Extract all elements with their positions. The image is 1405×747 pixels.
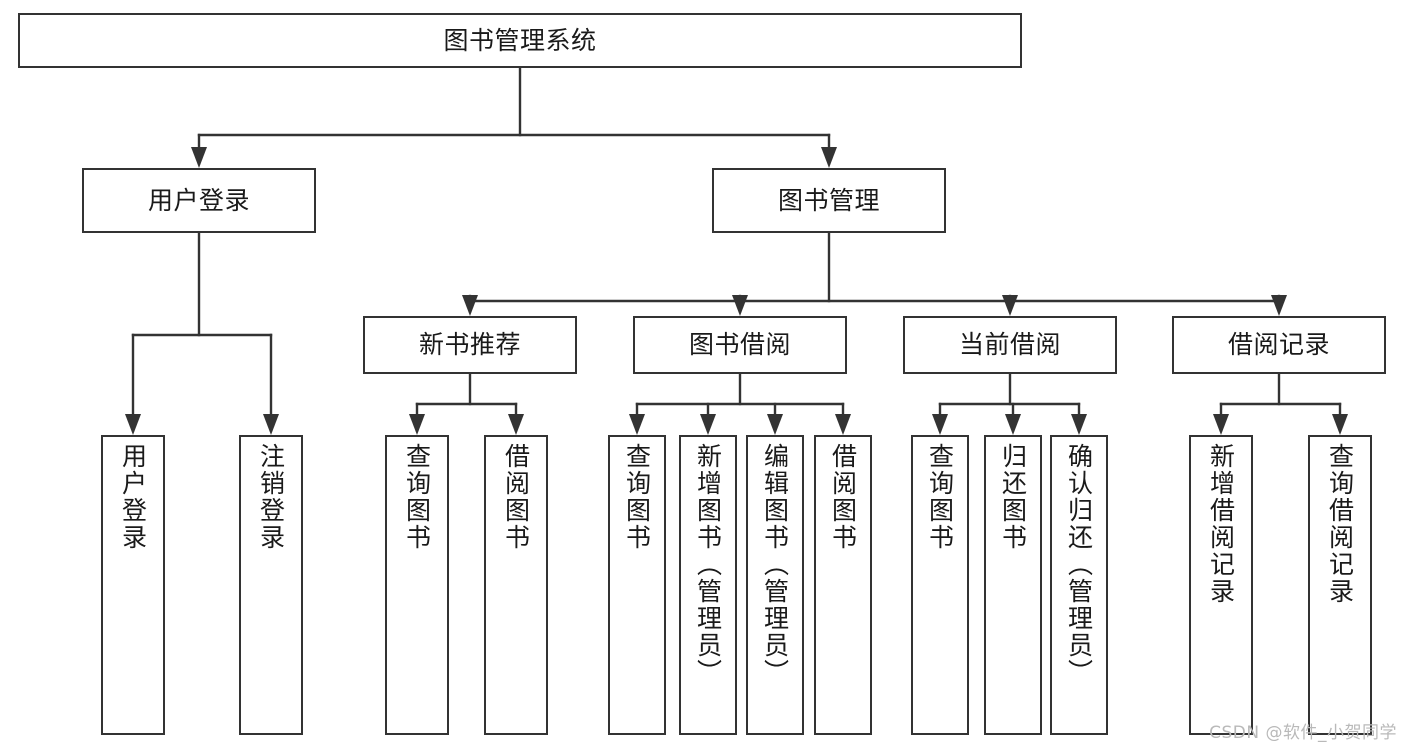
node-borrow-record-label: 借阅记录 (1227, 330, 1330, 360)
leaf-borrow-query-book[interactable]: 查询图书 (608, 435, 666, 735)
leaf-current-query-book-label: 查询图书 (925, 443, 955, 551)
leaf-confirm-return-admin-label: 确认归还（管理员） (1064, 443, 1094, 686)
node-current-borrow[interactable]: 当前借阅 (903, 316, 1117, 374)
leaf-recommend-borrow-book[interactable]: 借阅图书 (484, 435, 548, 735)
leaf-query-borrow-record[interactable]: 查询借阅记录 (1308, 435, 1372, 735)
node-book-borrow-label: 图书借阅 (688, 330, 791, 360)
node-new-book-recommend[interactable]: 新书推荐 (363, 316, 577, 374)
leaf-borrow-book[interactable]: 借阅图书 (814, 435, 872, 735)
leaf-query-borrow-record-label: 查询借阅记录 (1325, 443, 1355, 605)
leaf-recommend-query-book[interactable]: 查询图书 (385, 435, 449, 735)
node-new-book-recommend-label: 新书推荐 (418, 330, 521, 360)
leaf-user-logout-label: 注销登录 (256, 443, 286, 551)
leaf-return-book[interactable]: 归还图书 (984, 435, 1042, 735)
leaf-add-borrow-record-label: 新增借阅记录 (1206, 443, 1236, 605)
leaf-recommend-borrow-book-label: 借阅图书 (501, 443, 531, 551)
leaf-edit-book-admin[interactable]: 编辑图书（管理员） (746, 435, 804, 735)
leaf-borrow-book-label: 借阅图书 (828, 443, 858, 551)
node-book-borrow[interactable]: 图书借阅 (633, 316, 847, 374)
node-root-label: 图书管理系统 (443, 25, 597, 55)
node-borrow-record[interactable]: 借阅记录 (1172, 316, 1386, 374)
leaf-user-login[interactable]: 用户登录 (101, 435, 165, 735)
node-root-system[interactable]: 图书管理系统 (18, 13, 1022, 68)
node-current-borrow-label: 当前借阅 (958, 330, 1061, 360)
csdn-watermark: CSDN @软件_小贺同学 (1209, 723, 1397, 743)
node-book-manage[interactable]: 图书管理 (712, 168, 946, 233)
leaf-add-book-admin-label: 新增图书（管理员） (693, 443, 723, 686)
node-book-manage-label: 图书管理 (777, 185, 880, 215)
leaf-current-query-book[interactable]: 查询图书 (911, 435, 969, 735)
leaf-confirm-return-admin[interactable]: 确认归还（管理员） (1050, 435, 1108, 735)
leaf-add-borrow-record[interactable]: 新增借阅记录 (1189, 435, 1253, 735)
leaf-user-logout[interactable]: 注销登录 (239, 435, 303, 735)
leaf-edit-book-admin-label: 编辑图书（管理员） (760, 443, 790, 686)
node-user-login[interactable]: 用户登录 (82, 168, 316, 233)
leaf-recommend-query-book-label: 查询图书 (402, 443, 432, 551)
leaf-add-book-admin[interactable]: 新增图书（管理员） (679, 435, 737, 735)
node-user-login-label: 用户登录 (147, 185, 250, 215)
leaf-user-login-label: 用户登录 (118, 443, 148, 551)
leaf-borrow-query-book-label: 查询图书 (622, 443, 652, 551)
leaf-return-book-label: 归还图书 (998, 443, 1028, 551)
